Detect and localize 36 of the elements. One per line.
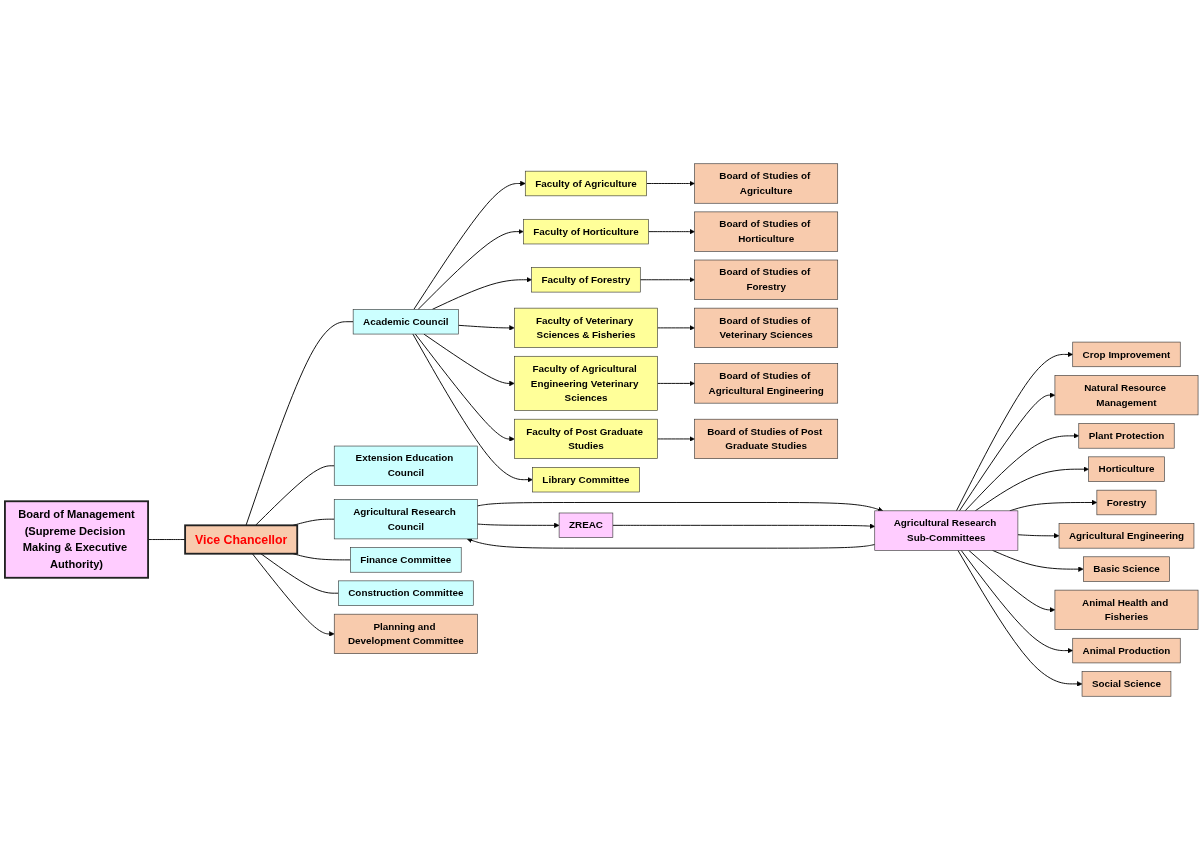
node-box: Library Committee (532, 467, 640, 493)
node-box: Forestry (1096, 489, 1157, 516)
node-box: Board of Studies of Veterinary Sciences (694, 307, 839, 348)
node-box: ZREAC (558, 512, 614, 538)
node-box: Horticulture (1088, 456, 1165, 482)
node-box: Faculty of Post Graduate Studies (514, 418, 658, 459)
node-box: Vice Chancellor (184, 524, 299, 555)
node-box: Board of Studies of Forestry (694, 259, 839, 300)
node-box: Board of Studies of Post Graduate Studies (694, 418, 839, 459)
node-box: Board of Studies of Agriculture (694, 163, 839, 204)
node-box: Agricultural Research Sub-Committees (874, 510, 1019, 551)
node-box: Animal Production (1072, 637, 1181, 664)
node-box: Social Science (1081, 671, 1172, 697)
connector (245, 321, 354, 526)
node-box: Board of Studies of Horticulture (694, 211, 839, 252)
node-box: Faculty of Forestry (531, 267, 641, 293)
node-box: Plant Protection (1078, 423, 1175, 449)
node-box: Natural Resource Management (1054, 375, 1199, 416)
node-box: Academic Council (352, 309, 459, 335)
node-box: Construction Committee (338, 580, 474, 606)
node-box: Crop Improvement (1072, 341, 1181, 368)
connector (260, 553, 339, 594)
node-box: Planning and Development Committee (333, 613, 478, 654)
node-box: Agricultural Research Council (333, 499, 478, 540)
connector (255, 465, 335, 526)
node-box: Faculty of Agriculture (524, 170, 647, 197)
node-box: Finance Committee (350, 547, 462, 573)
node-box: Faculty of Horticulture (523, 219, 649, 245)
node-box: Board of Management (Supreme Decision Making & Executive Authority) (4, 500, 149, 579)
node-box: Faculty of Agricultural Engineering Veterinary Sciences (514, 355, 658, 411)
node-box: Agricultural Engineering (1058, 523, 1195, 549)
node-box: Animal Health and Fisheries (1054, 589, 1199, 630)
node-box: Faculty of Veterinary Sciences & Fisheries (514, 307, 658, 348)
node-box: Extension Education Council (333, 445, 478, 486)
node-box: Board of Studies of Agricultural Engineering (694, 363, 839, 404)
node-box: Basic Science (1083, 556, 1170, 582)
